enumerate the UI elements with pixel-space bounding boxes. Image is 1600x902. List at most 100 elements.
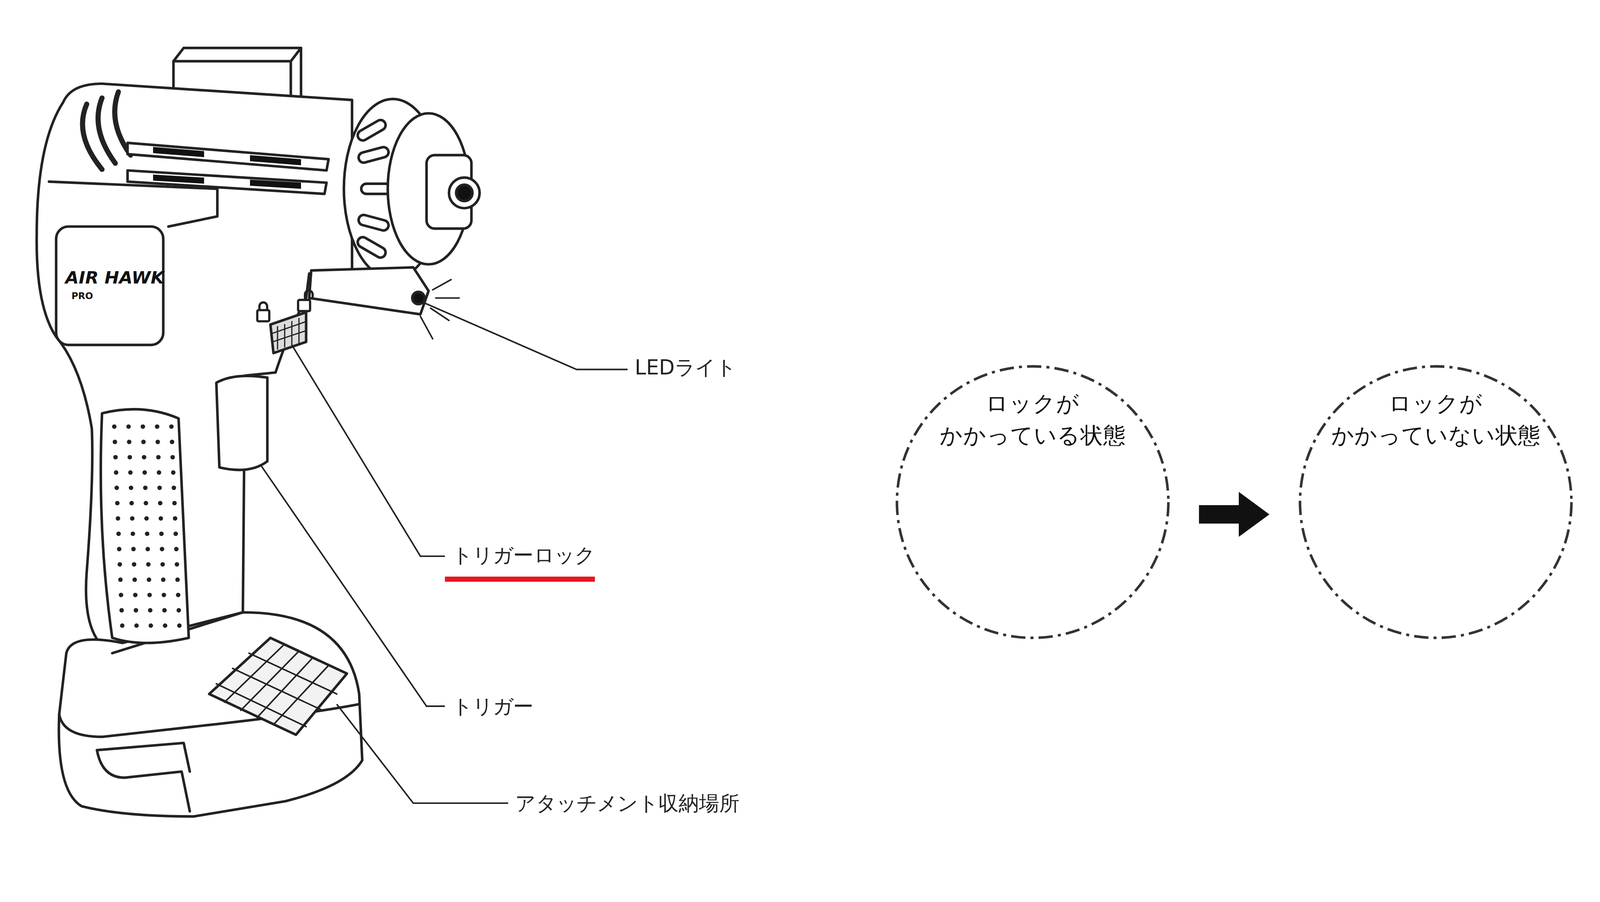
grip-dot [172, 500, 177, 506]
grip-dot [157, 500, 163, 506]
state-circle: ロックが かかっている状態 [895, 364, 1171, 640]
head-slot [357, 145, 390, 164]
grip-dot [118, 592, 124, 597]
lock-body [257, 310, 270, 322]
part-label: トリガー [452, 693, 534, 719]
head-slot [357, 213, 390, 232]
grip-dot [142, 470, 147, 475]
nozzle-tip [448, 177, 480, 209]
part-label: トリガーロック [452, 543, 595, 568]
state-caption: ロックが かかっている状態 [912, 388, 1154, 452]
nozzle-hole [456, 184, 473, 201]
grip-dot [161, 577, 166, 582]
grip-dot [143, 500, 148, 506]
grip-dot [174, 546, 179, 552]
grip-dot [148, 623, 154, 628]
grip-dot [114, 470, 119, 475]
grip-dot [169, 424, 174, 429]
grip-dot [115, 515, 121, 521]
compressor-illustration [36, 47, 480, 817]
lock-body [298, 299, 311, 311]
grip-texture [112, 424, 182, 628]
leader-lines [260, 302, 628, 804]
grip-dot [112, 424, 117, 429]
stripe [127, 170, 327, 194]
grip-dot [133, 608, 138, 613]
state-caption: ロックが かかっていない状態 [1315, 388, 1557, 452]
part-label: アタッチメント収納場所 [515, 790, 740, 815]
head-slot [355, 118, 388, 143]
grip-dot [120, 623, 125, 628]
grip-dot [140, 424, 146, 429]
head-slot [355, 235, 388, 260]
trigger-lock-button [270, 312, 307, 353]
grip-dot [126, 424, 131, 429]
grip-dot [130, 531, 136, 536]
grip-dot [157, 485, 162, 491]
attachment-storage [209, 637, 348, 735]
grip-dot [118, 577, 123, 582]
vent [82, 91, 131, 170]
grip-dot [128, 485, 134, 491]
led-arm [308, 267, 429, 315]
grip-dot [113, 454, 118, 460]
plate [49, 181, 218, 227]
leader-line [260, 464, 445, 707]
stripe [127, 142, 329, 171]
logo-text: PRO [71, 290, 93, 302]
grip-dot [155, 439, 160, 445]
attachment-ribs [216, 644, 337, 727]
grip-dot [132, 577, 137, 582]
grip-dot [126, 439, 132, 445]
grip-dot [162, 608, 167, 613]
grip-dot [141, 454, 147, 460]
grip-dot [177, 623, 182, 628]
locked-icon [257, 302, 270, 321]
arrow-head [1238, 492, 1270, 538]
grip-dot [160, 562, 165, 567]
base [59, 612, 363, 817]
grip-dot [129, 500, 134, 506]
trigger [216, 375, 268, 471]
grip-dot [158, 515, 164, 521]
grip-dot [129, 515, 135, 521]
grip-panel [100, 409, 189, 643]
dashed-circle [897, 366, 1169, 638]
grip-dot [146, 577, 152, 582]
grip-dot [117, 562, 123, 567]
state-circle: ロックが かかっていない状態 [1297, 364, 1574, 640]
grip-dot [145, 562, 151, 567]
trigger-lock-grip [271, 318, 307, 350]
logo-text: AIR HAWK [65, 267, 165, 288]
grip-dot [171, 470, 176, 475]
part-label: LEDライト [634, 355, 737, 380]
dashed-circle [1300, 366, 1572, 638]
grip-dot [171, 485, 176, 491]
lock-shackle [259, 302, 268, 310]
grip-dot [145, 546, 150, 552]
grip-dot [131, 546, 136, 552]
grip-dot [127, 470, 133, 475]
grip-dot [143, 485, 148, 491]
grip-dot [170, 454, 175, 460]
grip-dot [147, 592, 152, 597]
arrow-shaft [1198, 505, 1239, 524]
leader-line [336, 704, 509, 803]
unlocked-icon [298, 290, 313, 312]
grip-dot [127, 454, 132, 460]
grip-dot [116, 531, 121, 536]
body [36, 83, 353, 654]
grip-dot [147, 608, 153, 613]
grip-dot [175, 592, 181, 597]
leader-line [291, 344, 445, 557]
grip-dot [133, 592, 138, 597]
grip-dot [173, 515, 178, 521]
grip-dot [159, 546, 165, 552]
grip-dot [134, 623, 139, 628]
grip-dot [159, 531, 164, 536]
grip-dot [114, 485, 119, 491]
lock-shackle [305, 290, 313, 301]
mini-locks [257, 290, 313, 322]
